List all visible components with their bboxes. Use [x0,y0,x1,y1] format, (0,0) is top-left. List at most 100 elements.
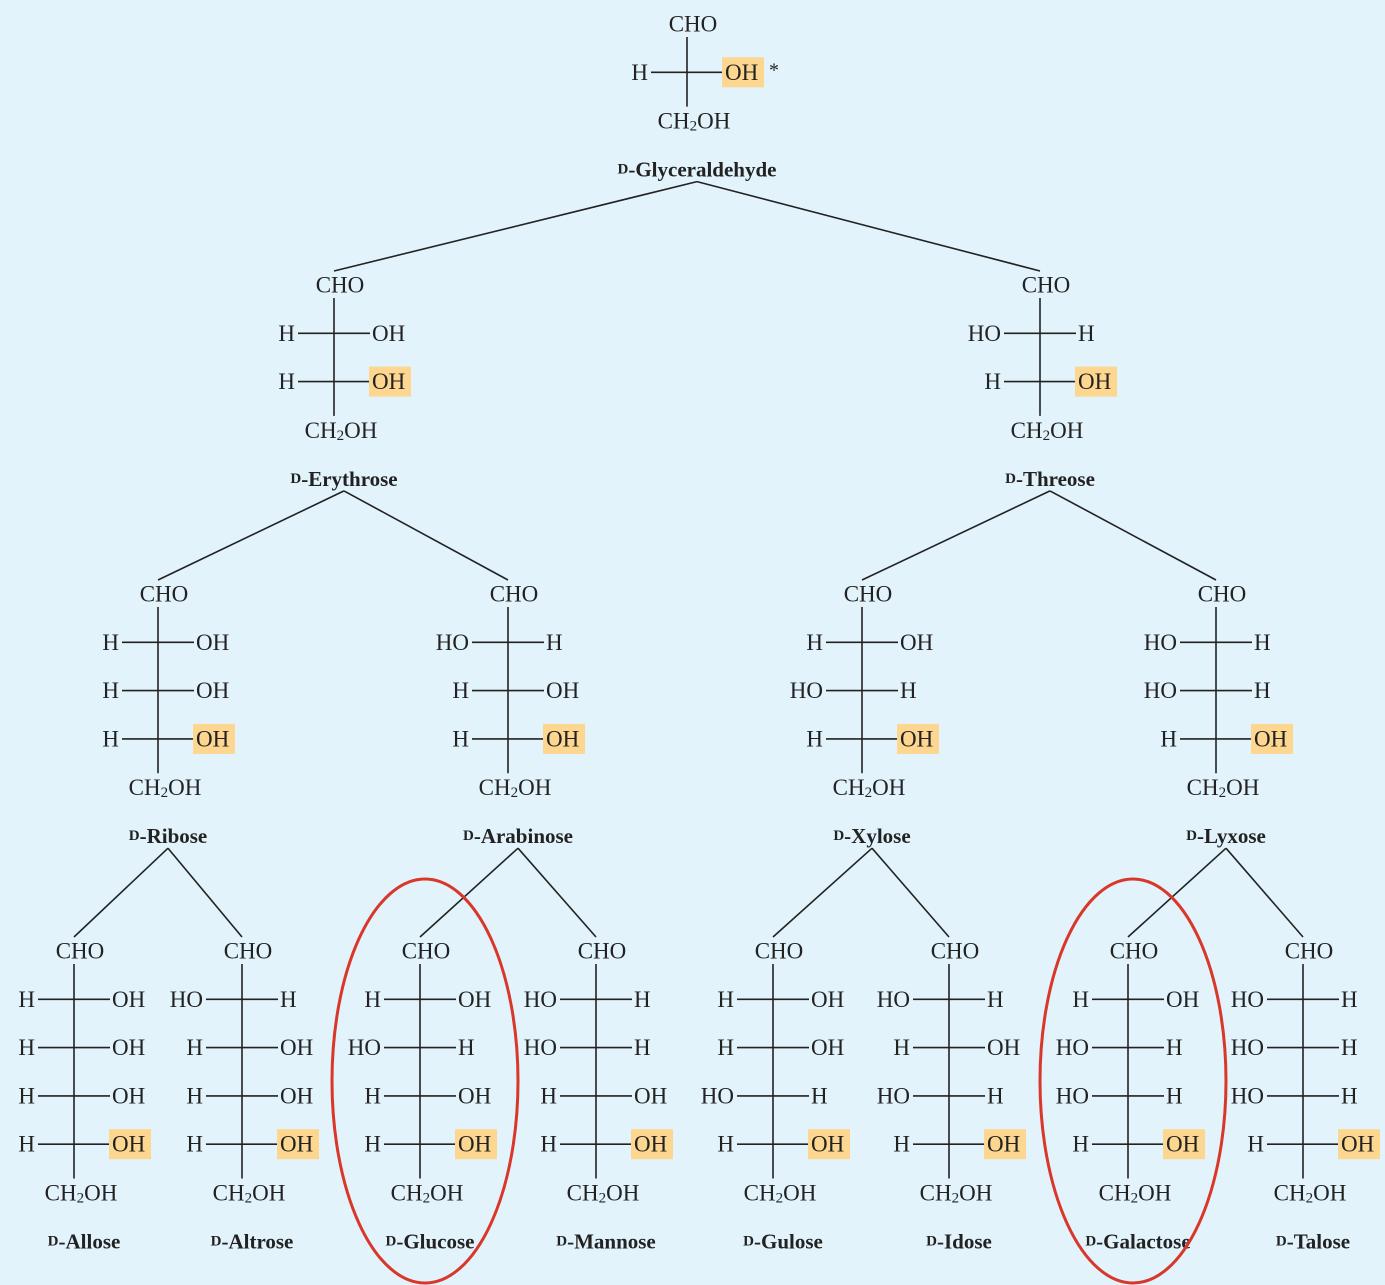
aldehyde-group-label: CHO [316,273,365,298]
left-substituent: HO [790,678,823,703]
lineage-line [1225,847,1304,938]
left-substituent: H [540,1083,557,1108]
right-substituent: OH [112,1035,145,1060]
left-substituent: H [1072,1132,1089,1157]
configuration-highlight [369,366,411,397]
terminal-group-label: CH2OH [1011,417,1084,444]
left-substituent: H [452,678,469,703]
galactose-name-label: D-Galactose [1085,1230,1190,1254]
glyceraldehyde-name-label: D-Glyceraldehyde [618,158,777,182]
left-substituent: H [1072,987,1089,1012]
right-substituent: H [634,987,651,1012]
left-substituent: H [186,1132,203,1157]
right-substituent: OH [1078,369,1111,394]
right-substituent: OH [1341,1132,1374,1157]
left-substituent: H [186,1083,203,1108]
left-substituent: H [102,678,119,703]
left-substituent: HO [1056,1083,1089,1108]
right-substituent: OH [196,678,229,703]
left-substituent: H [717,1035,734,1060]
left-substituent: HO [524,1035,557,1060]
altrose-name-label: D-Altrose [211,1230,294,1254]
left-substituent: H [984,369,1001,394]
right-substituent: OH [196,726,229,751]
terminal-group-label: CH2OH [1274,1180,1347,1207]
galactose-highlight-circle [1038,877,1228,1285]
right-substituent: H [546,630,563,655]
left-substituent: H [893,1035,910,1060]
right-substituent: OH [811,1132,844,1157]
left-substituent: HO [1231,1035,1264,1060]
left-substituent: H [1247,1132,1264,1157]
right-substituent: OH [112,1132,145,1157]
configuration-highlight [984,1129,1026,1160]
left-substituent: H [18,1035,35,1060]
terminal-group-label: CH2OH [567,1180,640,1207]
right-substituent: OH [546,726,579,751]
right-substituent: OH [546,678,579,703]
right-substituent: H [811,1083,828,1108]
configuration-highlight [1163,1129,1205,1160]
left-substituent: H [893,1132,910,1157]
lyxose-name-label: D-Lyxose [1186,824,1266,848]
right-substituent: H [280,987,297,1012]
left-substituent: H [186,1035,203,1060]
terminal-group-label: CH2OH [129,775,202,802]
aldehyde-group-label: CHO [931,939,980,964]
mannose-name-label: D-Mannose [556,1230,656,1254]
lineage-lines [73,180,1304,938]
right-substituent: H [1254,630,1271,655]
right-substituent: OH [112,987,145,1012]
right-substituent: OH [112,1083,145,1108]
xylose-name-label: D-Xylose [833,824,910,848]
terminal-group-label: CH2OH [744,1180,817,1207]
left-substituent: H [452,726,469,751]
left-substituent: HO [524,987,557,1012]
left-substituent: HO [1144,678,1177,703]
right-substituent: H [1341,987,1358,1012]
right-substituent: OH [987,1132,1020,1157]
right-substituent: H [987,987,1004,1012]
right-substituent: H [458,1035,475,1060]
lineage-line [157,490,345,581]
aldehyde-group-label: CHO [578,939,627,964]
lineage-line [1127,847,1227,938]
threose-name-label: D-Threose [1005,467,1095,491]
aldehyde-group-label: CHO [1285,939,1334,964]
left-substituent: H [540,1132,557,1157]
terminal-group-label: CH2OH [213,1180,286,1207]
left-substituent: H [18,1132,35,1157]
aldehyde-group-label: CHO [1022,273,1071,298]
left-substituent: H [364,987,381,1012]
left-substituent: H [806,726,823,751]
configuration-highlight [543,723,585,754]
left-substituent: H [364,1083,381,1108]
configuration-highlight [109,1129,151,1160]
terminal-group-label: CH2OH [391,1180,464,1207]
right-substituent: H [634,1035,651,1060]
left-substituent: HO [1231,987,1264,1012]
right-substituent: OH [725,60,758,85]
glucose-name-label: D-Glucose [386,1230,475,1254]
right-substituent: OH [900,726,933,751]
aldehyde-group-label: CHO [56,939,105,964]
left-substituent: HO [701,1083,734,1108]
lineage-line [772,847,873,938]
terminal-group-label: CH2OH [833,775,906,802]
lineage-line [73,847,169,938]
configuration-highlight [455,1129,497,1160]
aldehyde-group-label: CHO [755,939,804,964]
right-substituent: H [1166,1083,1183,1108]
right-substituent: OH [280,1083,313,1108]
lineage-line [517,847,597,938]
right-substituent: OH [280,1132,313,1157]
right-substituent: OH [634,1132,667,1157]
lineage-line [871,847,950,938]
